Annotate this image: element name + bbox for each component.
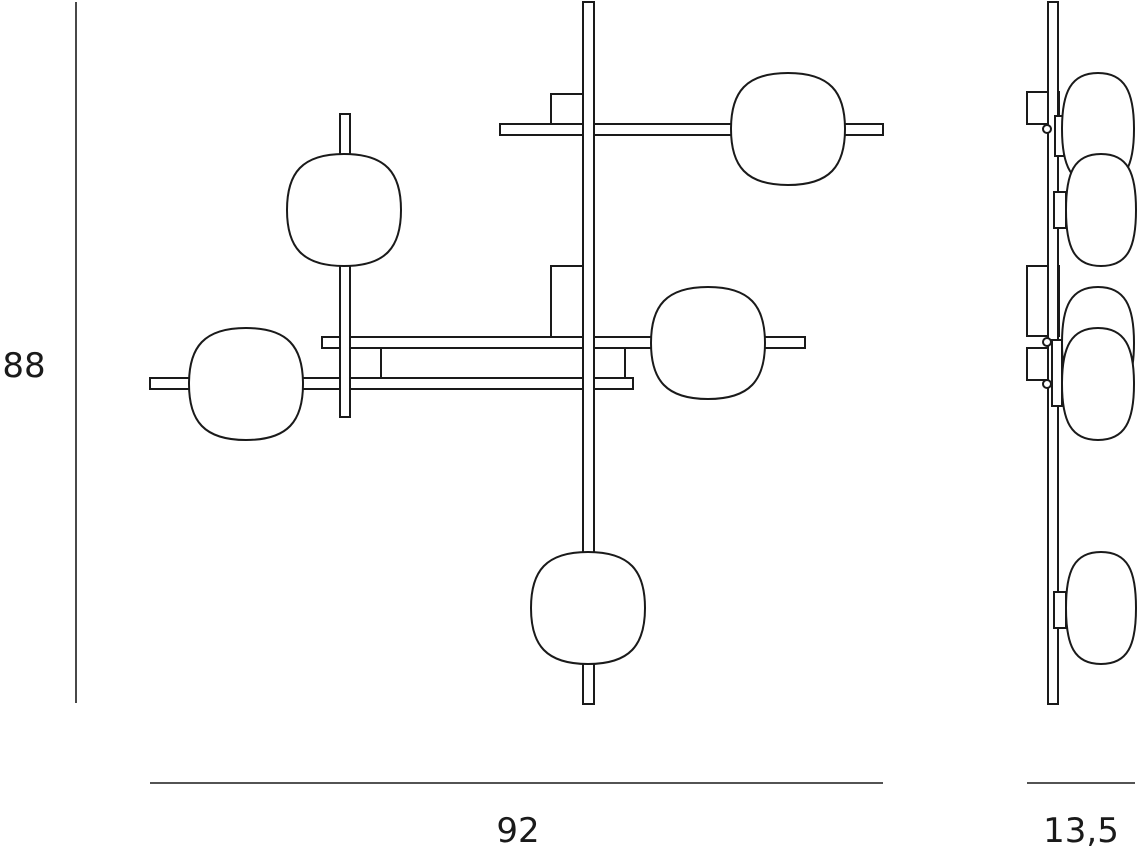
side-joint-3 <box>1042 379 1052 389</box>
side-globe-4 <box>1060 326 1136 442</box>
globe-bottom <box>529 550 647 666</box>
mount-box-top <box>550 93 585 126</box>
side-globe-5 <box>1064 550 1137 666</box>
arm-lower-horizontal <box>149 377 634 390</box>
side-joint-1 <box>1042 124 1052 134</box>
side-joint-2 <box>1042 337 1052 347</box>
side-globe-2 <box>1064 152 1137 268</box>
side-holder-2 <box>1053 191 1067 229</box>
side-holder-3 <box>1051 339 1063 407</box>
depth-label: 13,5 <box>1043 811 1119 851</box>
side-holder-4 <box>1053 591 1067 629</box>
mount-box-middle <box>550 265 585 339</box>
globe-middle-right <box>649 285 767 401</box>
globe-left <box>187 326 305 442</box>
front-view <box>149 1 884 705</box>
main-vertical-stem <box>582 1 595 705</box>
side-view <box>1026 1 1137 705</box>
arm-top-horizontal <box>499 123 884 136</box>
height-label: 88 <box>2 346 45 386</box>
arm-middle-horizontal <box>321 336 806 349</box>
globe-top-right <box>729 71 847 187</box>
globe-upper-left <box>285 152 403 268</box>
width-label: 92 <box>496 811 539 851</box>
